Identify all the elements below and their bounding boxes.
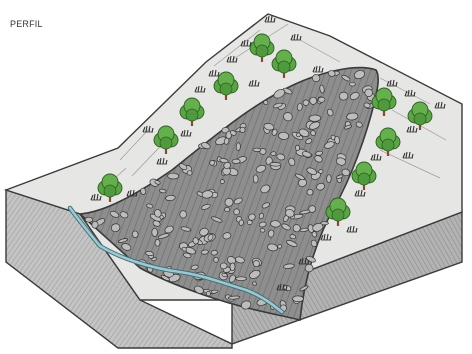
pebble-icon xyxy=(239,220,244,226)
pebble-icon xyxy=(206,291,210,296)
pebble-icon xyxy=(277,244,282,248)
pebble-icon xyxy=(152,228,158,236)
page-title: PERFIL xyxy=(10,19,43,29)
pebble-icon xyxy=(155,239,160,246)
pebble-icon xyxy=(292,296,303,302)
pebble-icon xyxy=(220,262,228,269)
pebble-icon xyxy=(253,175,258,183)
pebble-icon xyxy=(168,173,179,179)
pebble-icon xyxy=(220,180,224,184)
pebble-icon xyxy=(326,175,331,183)
pebble-icon xyxy=(305,264,313,272)
pebble-icon xyxy=(224,207,229,211)
pebble-icon xyxy=(270,162,282,166)
pebble-icon xyxy=(232,159,240,164)
pebble-icon xyxy=(180,210,187,218)
pebble-icon xyxy=(236,143,240,151)
pebble-icon xyxy=(295,145,299,151)
pebble-icon xyxy=(309,115,321,122)
pebble-icon xyxy=(230,263,235,271)
pebble-icon xyxy=(247,220,252,225)
pebble-icon xyxy=(307,189,314,196)
pebble-icon xyxy=(240,127,246,133)
pebble-icon xyxy=(349,82,355,86)
pebble-icon xyxy=(253,261,259,267)
pebble-icon xyxy=(187,171,192,175)
pebble-icon xyxy=(339,92,348,100)
pebble-icon xyxy=(318,97,325,103)
pebble-icon xyxy=(233,208,240,215)
pebble-icon xyxy=(271,151,277,156)
pebble-icon xyxy=(236,277,247,281)
pebble-icon xyxy=(85,217,93,222)
